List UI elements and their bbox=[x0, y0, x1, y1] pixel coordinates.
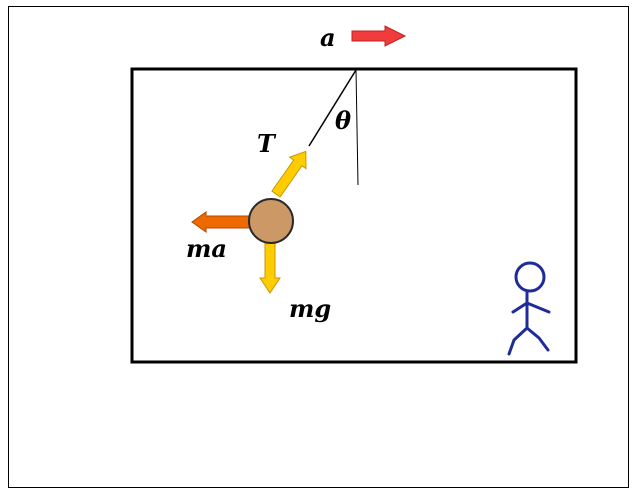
vertical-reference-line bbox=[355, 69, 359, 186]
weight-arrow bbox=[259, 239, 281, 294]
tension-arrow bbox=[271, 150, 307, 198]
outer-frame bbox=[8, 6, 629, 488]
pendulum-bob bbox=[248, 198, 294, 244]
weight-label: mg bbox=[289, 294, 331, 323]
pendulum-string bbox=[308, 69, 357, 147]
angle-label: θ bbox=[335, 106, 351, 135]
pseudo-force-arrow bbox=[191, 211, 251, 233]
tension-label: T bbox=[257, 129, 277, 158]
acceleration-arrow bbox=[351, 25, 407, 47]
pseudo-force-label: ma bbox=[186, 234, 227, 263]
observer-head bbox=[514, 261, 546, 293]
observer-arms bbox=[511, 301, 551, 314]
vehicle-box bbox=[130, 67, 578, 364]
observer-right-leg bbox=[525, 326, 550, 352]
stick-figure-icon bbox=[507, 261, 551, 356]
acceleration-label: a bbox=[320, 23, 336, 52]
observer-left-leg bbox=[507, 326, 529, 356]
